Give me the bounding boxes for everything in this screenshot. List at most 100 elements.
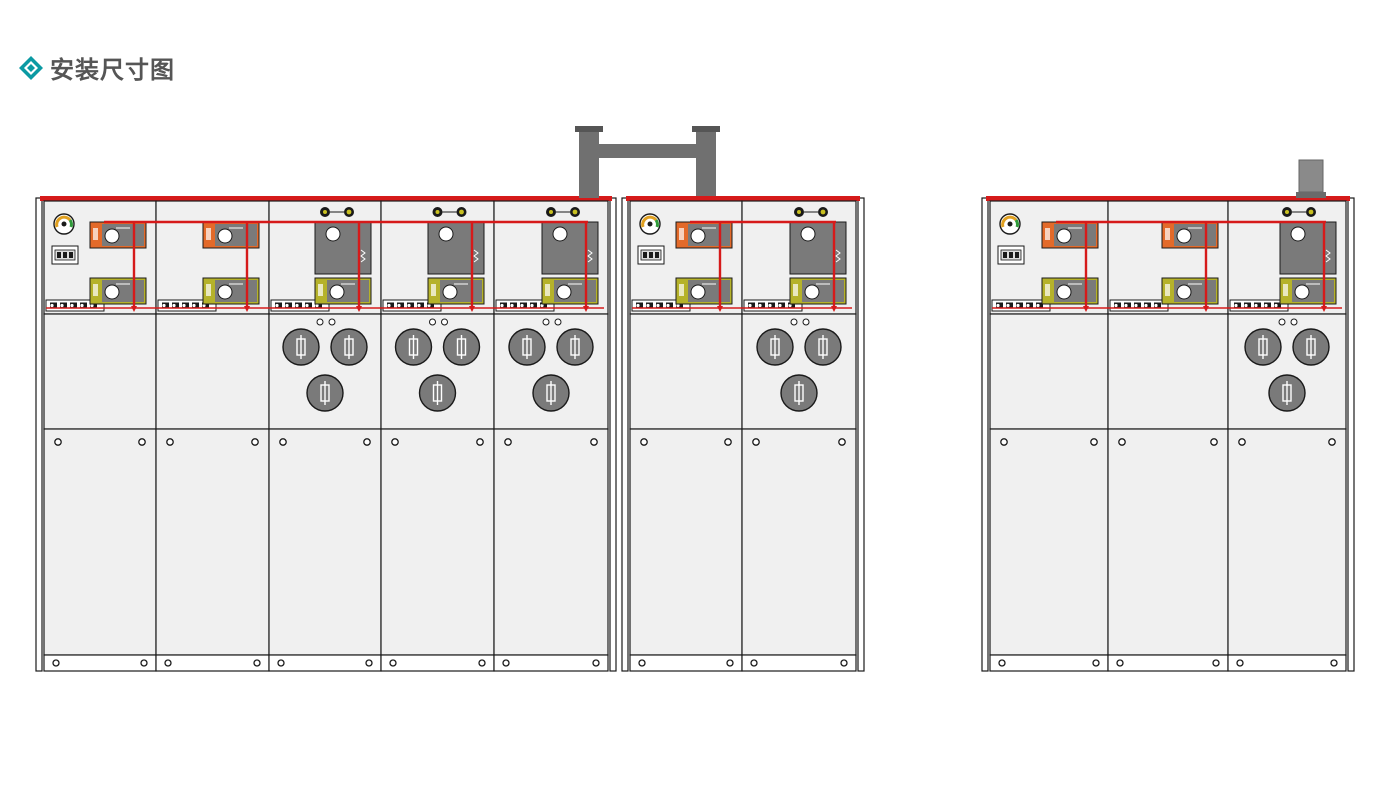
base-screw-icon bbox=[389, 659, 397, 667]
spring-mechanism-icon bbox=[314, 221, 372, 275]
pressure-gauge-icon bbox=[999, 213, 1021, 235]
base-screw-icon bbox=[1236, 659, 1244, 667]
indicator-hole-icon bbox=[542, 318, 550, 326]
base-screw-icon bbox=[1330, 659, 1338, 667]
fuse-section bbox=[741, 313, 857, 430]
base-plinth bbox=[989, 654, 1109, 672]
fuse-holder-icon bbox=[756, 328, 794, 366]
frame-post bbox=[1347, 197, 1355, 672]
switchgear-panel bbox=[629, 200, 743, 672]
fuse-section bbox=[43, 313, 157, 430]
switchgear-panel bbox=[1107, 200, 1229, 672]
cable-door bbox=[380, 428, 495, 656]
base-plinth bbox=[493, 654, 609, 672]
load-switch-plate bbox=[202, 221, 260, 249]
door-screw-icon bbox=[1090, 438, 1098, 446]
fuse-holder-icon bbox=[1292, 328, 1330, 366]
frame-post bbox=[35, 197, 43, 672]
indicator-hole-icon bbox=[316, 318, 324, 326]
load-switch-plate bbox=[1161, 221, 1219, 249]
indicator-hole-icon bbox=[429, 318, 436, 326]
door-screw-icon bbox=[251, 438, 259, 446]
earthing-switch-plate bbox=[1161, 277, 1219, 305]
fuse-section bbox=[629, 313, 743, 430]
base-screw-icon bbox=[638, 659, 646, 667]
indicator-lamp-icon bbox=[546, 207, 580, 217]
page-title: 安装尺寸图 bbox=[50, 56, 175, 84]
pressure-gauge-icon bbox=[639, 213, 661, 235]
cable-door bbox=[268, 428, 382, 656]
fuse-holder-icon bbox=[780, 374, 818, 412]
earthing-switch-plate bbox=[1041, 277, 1099, 305]
base-plinth bbox=[268, 654, 382, 672]
door-screw-icon bbox=[504, 438, 512, 446]
base-plinth bbox=[741, 654, 857, 672]
frame-post bbox=[981, 197, 989, 672]
indicator-hole-icon bbox=[1278, 318, 1286, 326]
switchgear-panel bbox=[155, 200, 270, 672]
fuse-section bbox=[380, 313, 495, 430]
base-screw-icon bbox=[140, 659, 148, 667]
base-plinth bbox=[155, 654, 270, 672]
cable-door bbox=[989, 428, 1109, 656]
fuse-holder-icon bbox=[330, 328, 368, 366]
base-screw-icon bbox=[502, 659, 510, 667]
cable-door bbox=[1107, 428, 1229, 656]
operation-counter-icon bbox=[637, 245, 665, 265]
earthing-switch-plate bbox=[89, 277, 147, 305]
indicator-strip-icon bbox=[382, 299, 442, 312]
spring-mechanism-icon bbox=[789, 221, 847, 275]
base-plinth bbox=[1107, 654, 1229, 672]
spring-mechanism-icon bbox=[1279, 221, 1337, 275]
door-screw-icon bbox=[1118, 438, 1126, 446]
cable-door bbox=[43, 428, 157, 656]
switchgear-panel bbox=[268, 200, 382, 672]
load-switch-plate bbox=[1041, 221, 1099, 249]
base-screw-icon bbox=[277, 659, 285, 667]
fuse-section bbox=[268, 313, 382, 430]
top-rail bbox=[986, 196, 1350, 201]
base-plinth bbox=[629, 654, 743, 672]
base-screw-icon bbox=[478, 659, 486, 667]
load-switch-plate bbox=[89, 221, 147, 249]
frame-post bbox=[857, 197, 865, 672]
indicator-hole-icon bbox=[328, 318, 336, 326]
fuse-section bbox=[493, 313, 609, 430]
fuse-holder-icon bbox=[508, 328, 546, 366]
door-screw-icon bbox=[476, 438, 484, 446]
indicator-strip-icon bbox=[743, 299, 803, 312]
indicator-strip-icon bbox=[45, 299, 105, 312]
frame-post bbox=[621, 197, 629, 672]
cable-door bbox=[155, 428, 270, 656]
base-screw-icon bbox=[750, 659, 758, 667]
indicator-strip-icon bbox=[495, 299, 555, 312]
base-plinth bbox=[1227, 654, 1347, 672]
switchgear-panel bbox=[493, 200, 609, 672]
door-screw-icon bbox=[724, 438, 732, 446]
door-screw-icon bbox=[138, 438, 146, 446]
fuse-holder-icon bbox=[306, 374, 344, 412]
fuse-holder-icon bbox=[1244, 328, 1282, 366]
five-panel-unit bbox=[35, 196, 617, 672]
indicator-lamp-icon bbox=[1282, 207, 1316, 217]
door-screw-icon bbox=[640, 438, 648, 446]
door-screw-icon bbox=[590, 438, 598, 446]
door-screw-icon bbox=[363, 438, 371, 446]
two-panel-unit bbox=[621, 196, 865, 672]
cable-door bbox=[1227, 428, 1347, 656]
pressure-relief-icon bbox=[1296, 159, 1326, 198]
door-screw-icon bbox=[1328, 438, 1336, 446]
base-screw-icon bbox=[164, 659, 172, 667]
spring-mechanism-icon bbox=[427, 221, 485, 275]
door-screw-icon bbox=[1238, 438, 1246, 446]
section-heading: 安装尺寸图 bbox=[18, 50, 175, 85]
base-screw-icon bbox=[52, 659, 60, 667]
switchgear-panel bbox=[43, 200, 157, 672]
load-switch-plate bbox=[675, 221, 733, 249]
fuse-section bbox=[1227, 313, 1347, 430]
fuse-section bbox=[1107, 313, 1229, 430]
base-screw-icon bbox=[1116, 659, 1124, 667]
indicator-lamp-icon bbox=[320, 207, 354, 217]
indicator-strip-icon bbox=[631, 299, 691, 312]
indicator-hole-icon bbox=[441, 318, 448, 326]
